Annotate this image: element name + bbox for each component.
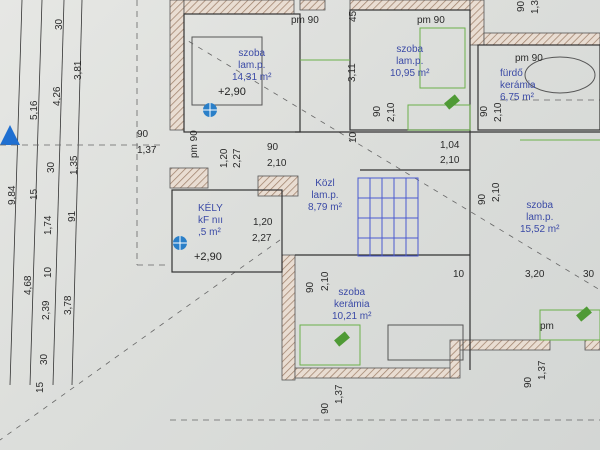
- dim-label: 1,37: [137, 145, 157, 156]
- dim-label: 90: [479, 105, 490, 117]
- dim-label: 1,37: [334, 384, 345, 404]
- dim-label: 90: [516, 0, 527, 12]
- dim-label: 91: [67, 210, 78, 222]
- dim-label: 15: [35, 381, 46, 393]
- furniture: [191, 27, 600, 366]
- dim-label: 10: [453, 269, 465, 280]
- dim-label: 10: [348, 131, 359, 143]
- dim-label: 2,27: [232, 148, 243, 168]
- dim-label: 45: [348, 10, 359, 22]
- dim-label: 90: [137, 129, 149, 140]
- dim-label: 9,84: [7, 185, 18, 205]
- level-label: +2,90: [194, 251, 222, 263]
- stairs: [357, 177, 419, 257]
- dim-label: 90: [372, 105, 383, 117]
- dim-label: 1,37: [537, 360, 548, 380]
- dim-label: 4,68: [23, 275, 34, 295]
- dim-label: 90: [523, 376, 534, 388]
- dim-label: 1,37: [530, 0, 541, 14]
- dim-label: 30: [46, 161, 57, 173]
- dim-label: 4,26: [52, 86, 63, 106]
- dim-label: 3,78: [63, 295, 74, 315]
- dim-label: 15: [29, 188, 40, 200]
- dim-label: 2,10: [493, 102, 504, 122]
- dim-label: 3,81: [73, 60, 84, 80]
- dim-label: 90: [305, 281, 316, 293]
- dim-label: 90: [320, 402, 331, 414]
- dim-label: 30: [583, 269, 595, 280]
- dim-label: 3,20: [525, 269, 545, 280]
- level-marker-icon: [173, 103, 217, 250]
- dim-label: 1,20: [219, 148, 230, 168]
- north-arrow-icon: [0, 125, 20, 145]
- dim-label: 2,10: [386, 102, 397, 122]
- level-label: +2,90: [218, 86, 246, 98]
- dim-label: 2,10: [491, 182, 502, 202]
- dim-label: pm: [540, 321, 554, 332]
- dim-label: 2,10: [440, 155, 460, 166]
- dim-label: 2,10: [267, 158, 287, 169]
- dim-label: 30: [39, 353, 50, 365]
- dim-label: 2,39: [41, 300, 52, 320]
- dim-label: 5,16: [29, 100, 40, 120]
- dim-label: pm 90: [189, 130, 200, 158]
- dim-label: 10: [43, 266, 54, 278]
- dim-label: pm 90: [417, 15, 445, 26]
- dim-label: pm 90: [291, 15, 319, 26]
- dim-label: 3,11: [347, 63, 358, 82]
- dim-label: 90: [267, 142, 279, 153]
- dim-label: 90: [477, 193, 488, 205]
- dimension-lines: [9, 0, 83, 386]
- plant-icon: [334, 94, 592, 347]
- dim-label: 30: [54, 18, 65, 30]
- dim-label: 1,20: [253, 217, 273, 228]
- dim-label: 1,04: [440, 140, 460, 151]
- dim-label: 2,27: [252, 233, 272, 244]
- dim-label: 1,35: [69, 155, 80, 175]
- dim-label: pm 90: [515, 53, 543, 64]
- dim-label: 2,10: [320, 271, 331, 291]
- dim-label: 1,74: [43, 215, 54, 235]
